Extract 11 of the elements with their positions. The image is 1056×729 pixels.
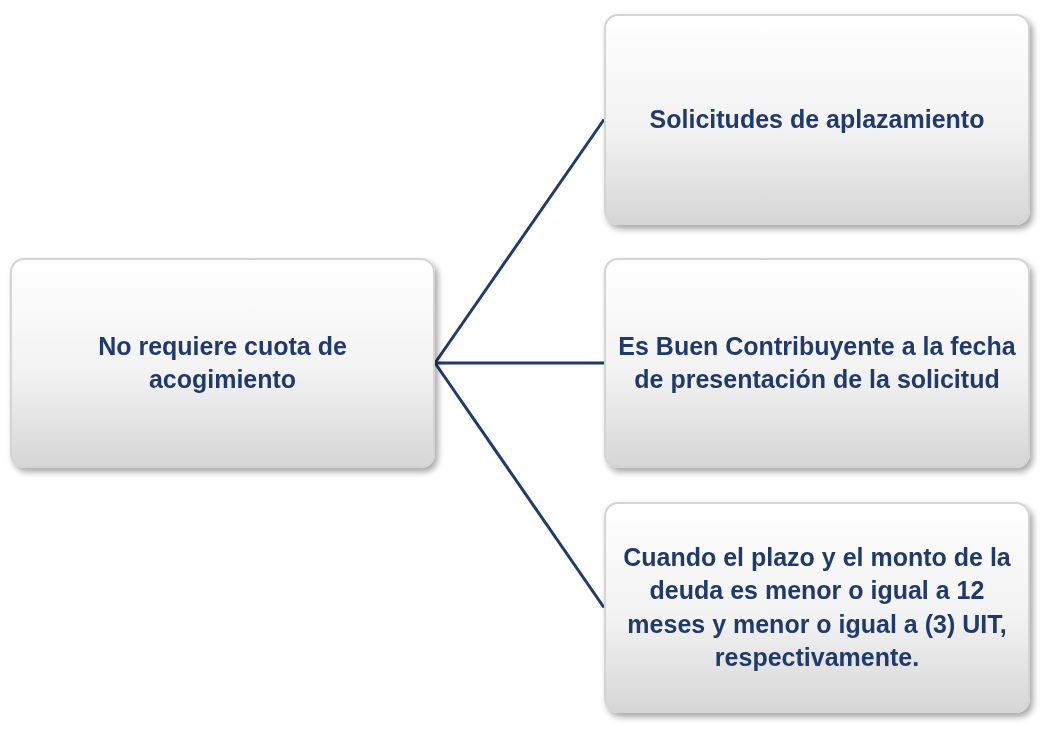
text-box [10,258,435,468]
text-box [604,502,1030,713]
text-box [604,258,1030,468]
box-text: Es Buen Contribuyente a la fecha de presentación de la solicitud [617,330,1017,395]
connector-line [433,362,606,609]
connector-line [435,361,604,365]
text-box [604,14,1030,225]
connector-line [433,118,606,364]
box-text: Cuando el plazo y el monto de la deuda es menor o igual a 12 meses y menor o igual a (3) UIT, respectivamente. [622,542,1012,673]
box-text: Solicitudes de aplazamiento [649,103,985,135]
box-text: No requiere cuota de acogimiento [97,330,348,395]
